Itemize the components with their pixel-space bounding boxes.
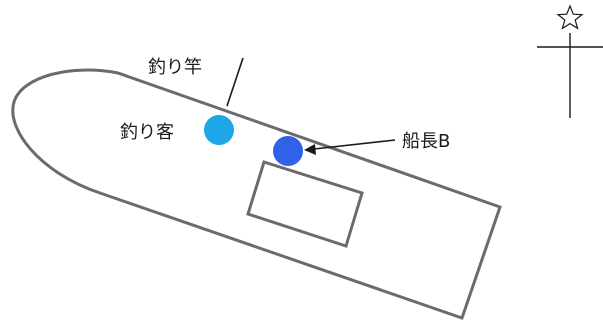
angler-label: 釣り客 (120, 122, 174, 143)
captain-marker (273, 136, 303, 166)
rod-label: 釣り竿 (148, 57, 202, 78)
boat-hull (11, 68, 502, 320)
captain-label: 船長B (402, 131, 450, 152)
captain-arrow-line (313, 139, 396, 150)
fishing-rod-line (226, 57, 244, 107)
cabin (246, 160, 364, 248)
angler-marker (204, 115, 234, 145)
star-outline-icon (556, 4, 584, 30)
arrowhead-left-icon (304, 144, 316, 155)
compass-marker (537, 4, 603, 118)
